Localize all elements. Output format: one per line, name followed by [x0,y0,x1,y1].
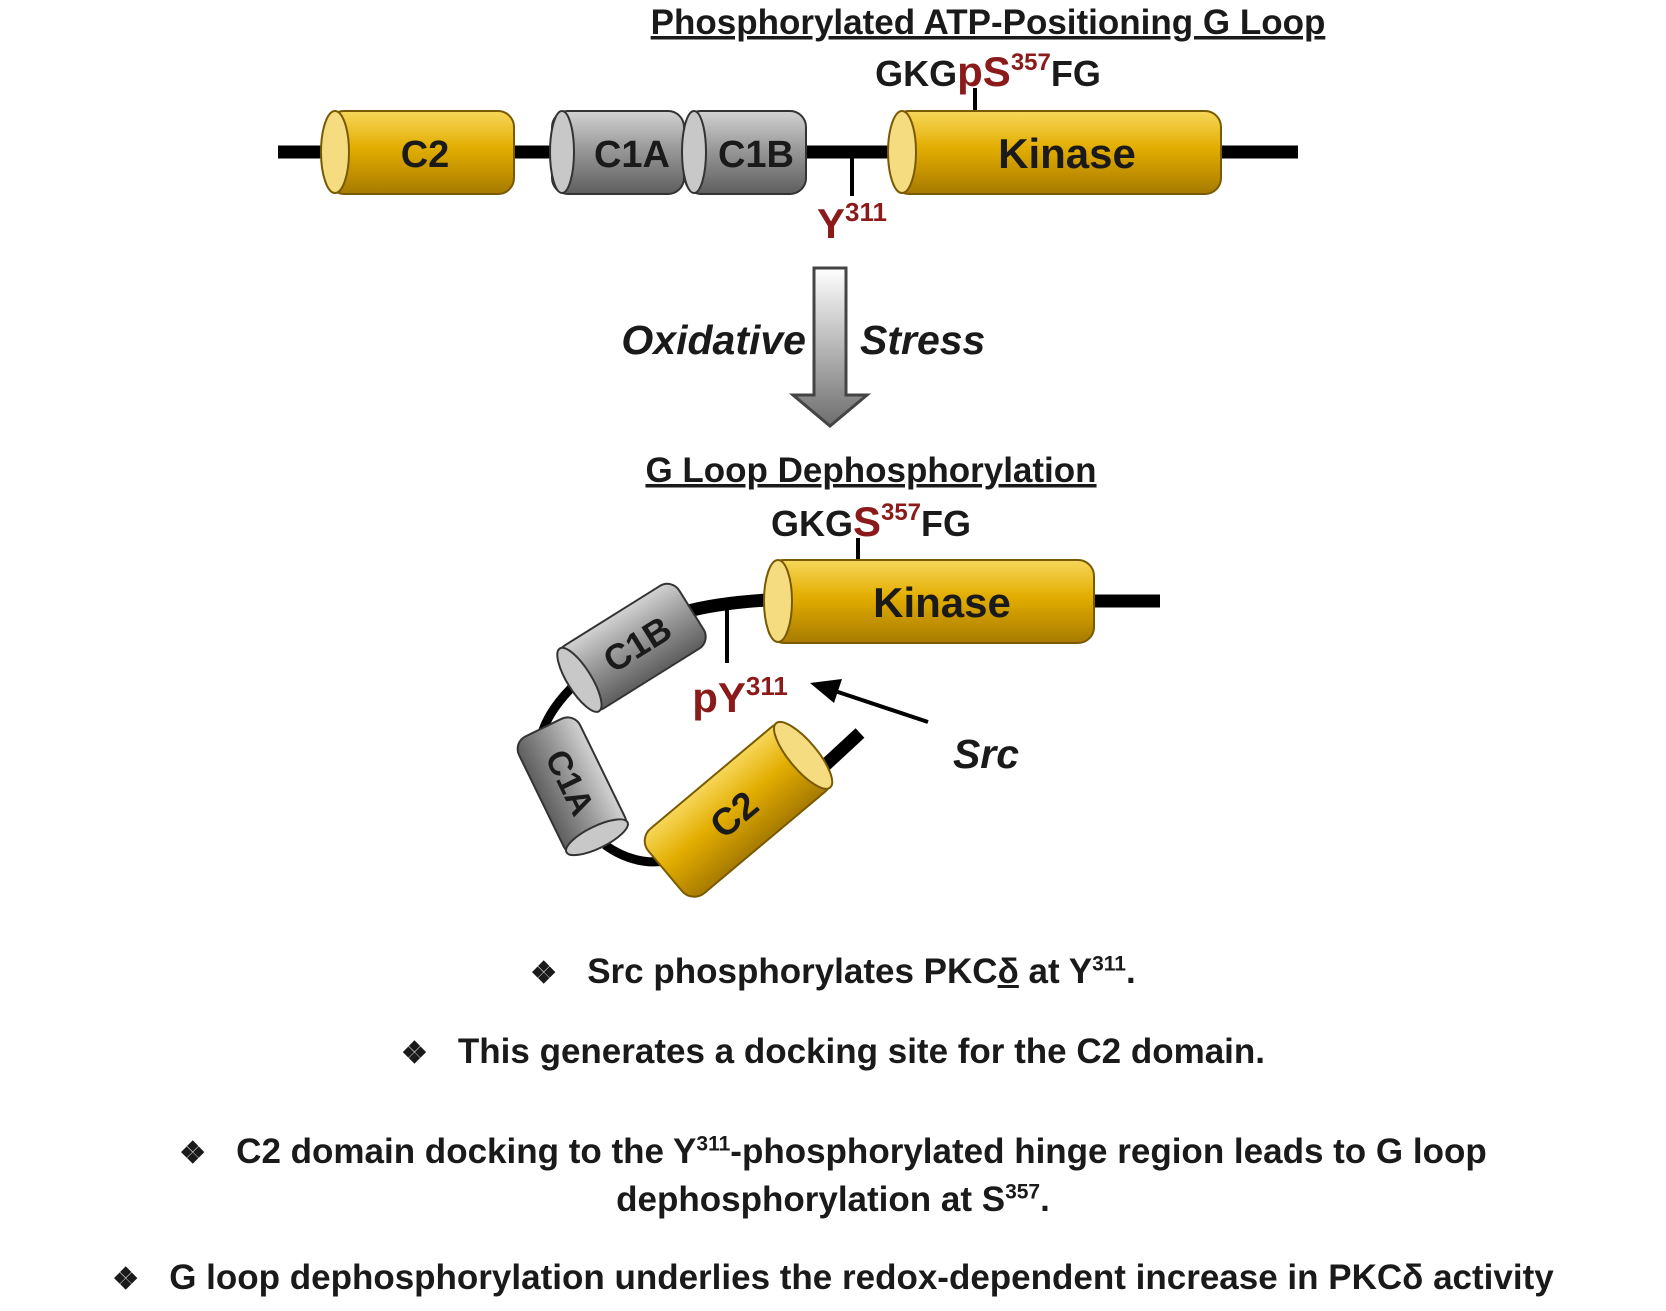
top-c1a-label: C1A [594,134,670,176]
svg-text:Kinase: Kinase [873,579,1011,626]
bullet-symbol-icon: ❖ [400,1037,428,1070]
bullet-3-line-2: dephosphorylation at S357. [616,1180,1050,1219]
bullet-4: ❖G loop dephosphorylation underlies the … [0,1254,1666,1304]
bullet-symbol-icon: ❖ [112,1263,140,1296]
top-kinase-domain: Kinase [887,110,1222,195]
bullet-2: ❖This generates a docking site for the C… [0,1028,1666,1078]
bottom-kinase-domain: Kinase [763,559,1095,644]
top-c1b-label: C1B [718,134,794,176]
top-schematic: Phosphorylated ATP-Positioning G Loop GK… [278,3,1325,247]
src-arrowhead-icon [810,679,842,703]
bottom-gloop-sequence: GKGS357FG [771,498,971,545]
arrow-label-right: Stress [860,317,985,363]
bottom-c1a-domain: C1A [516,716,629,857]
bottom-schematic: G Loop Dephosphorylation GKGS357FG pY311… [516,451,1160,898]
top-title: Phosphorylated ATP-Positioning G Loop [651,3,1326,42]
top-c1a-domain: C1A [549,110,685,195]
top-kinase-label: Kinase [998,130,1136,177]
bottom-py311-label: pY311 [692,671,788,721]
down-arrow-icon [788,266,872,428]
src-label: Src [953,731,1019,777]
top-y311-label: Y311 [817,197,887,247]
top-c2-label: C2 [401,134,450,176]
bullet-symbol-icon: ❖ [179,1137,207,1170]
bullet-symbol-icon: ❖ [530,957,558,990]
bottom-c1b-domain: C1B [556,582,707,713]
bottom-title: G Loop Dephosphorylation [645,451,1096,490]
bullet-1: ❖Src phosphorylates PKCδ at Y311. [0,948,1666,998]
seq-prefix: GKG [875,53,957,94]
seq-phospho-serine: pS [957,48,1011,95]
top-c2-domain: C2 [320,110,515,195]
bullet-3: ❖C2 domain docking to the Y311-phosphory… [0,1128,1666,1178]
oxidative-stress-arrow: Oxidative Stress [621,266,985,428]
arrow-label-left: Oxidative [621,317,806,363]
top-gloop-sequence: GKGpS357FG [875,48,1101,95]
seq-suffix: FG [1051,53,1101,94]
top-c1b-domain: C1B [681,110,807,195]
seq-site-number: 357 [1011,49,1051,76]
bottom-c2-domain: C2 [643,720,834,898]
